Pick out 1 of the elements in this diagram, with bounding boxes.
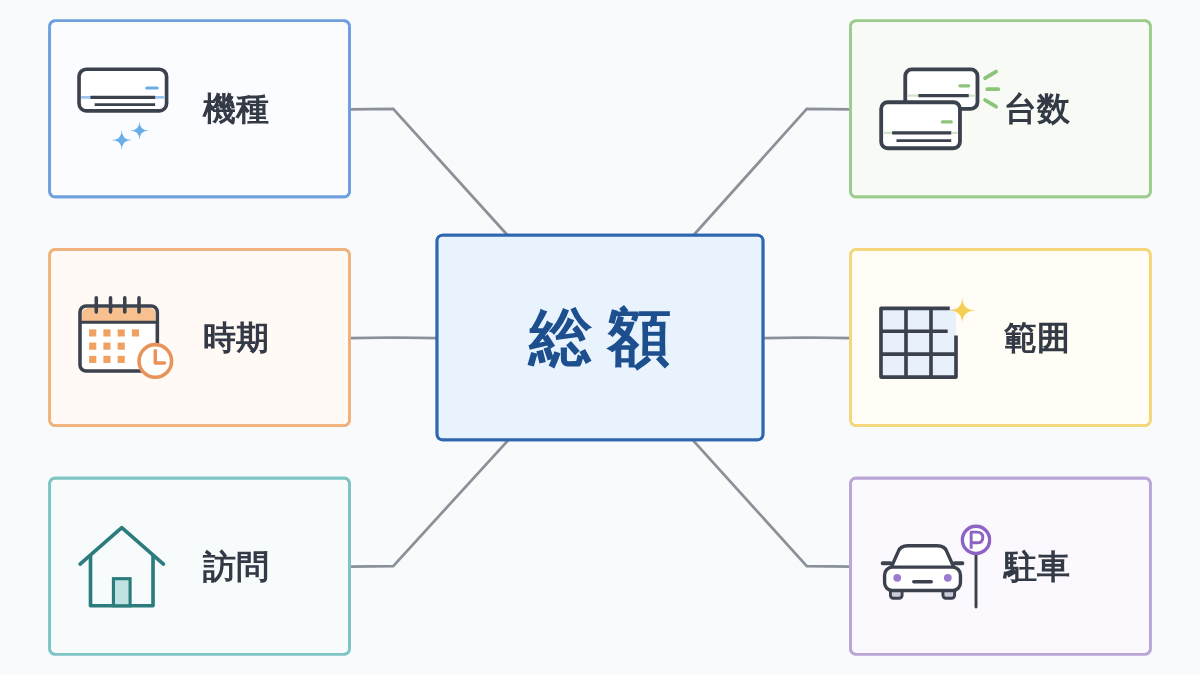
connector bbox=[349, 439, 510, 569]
